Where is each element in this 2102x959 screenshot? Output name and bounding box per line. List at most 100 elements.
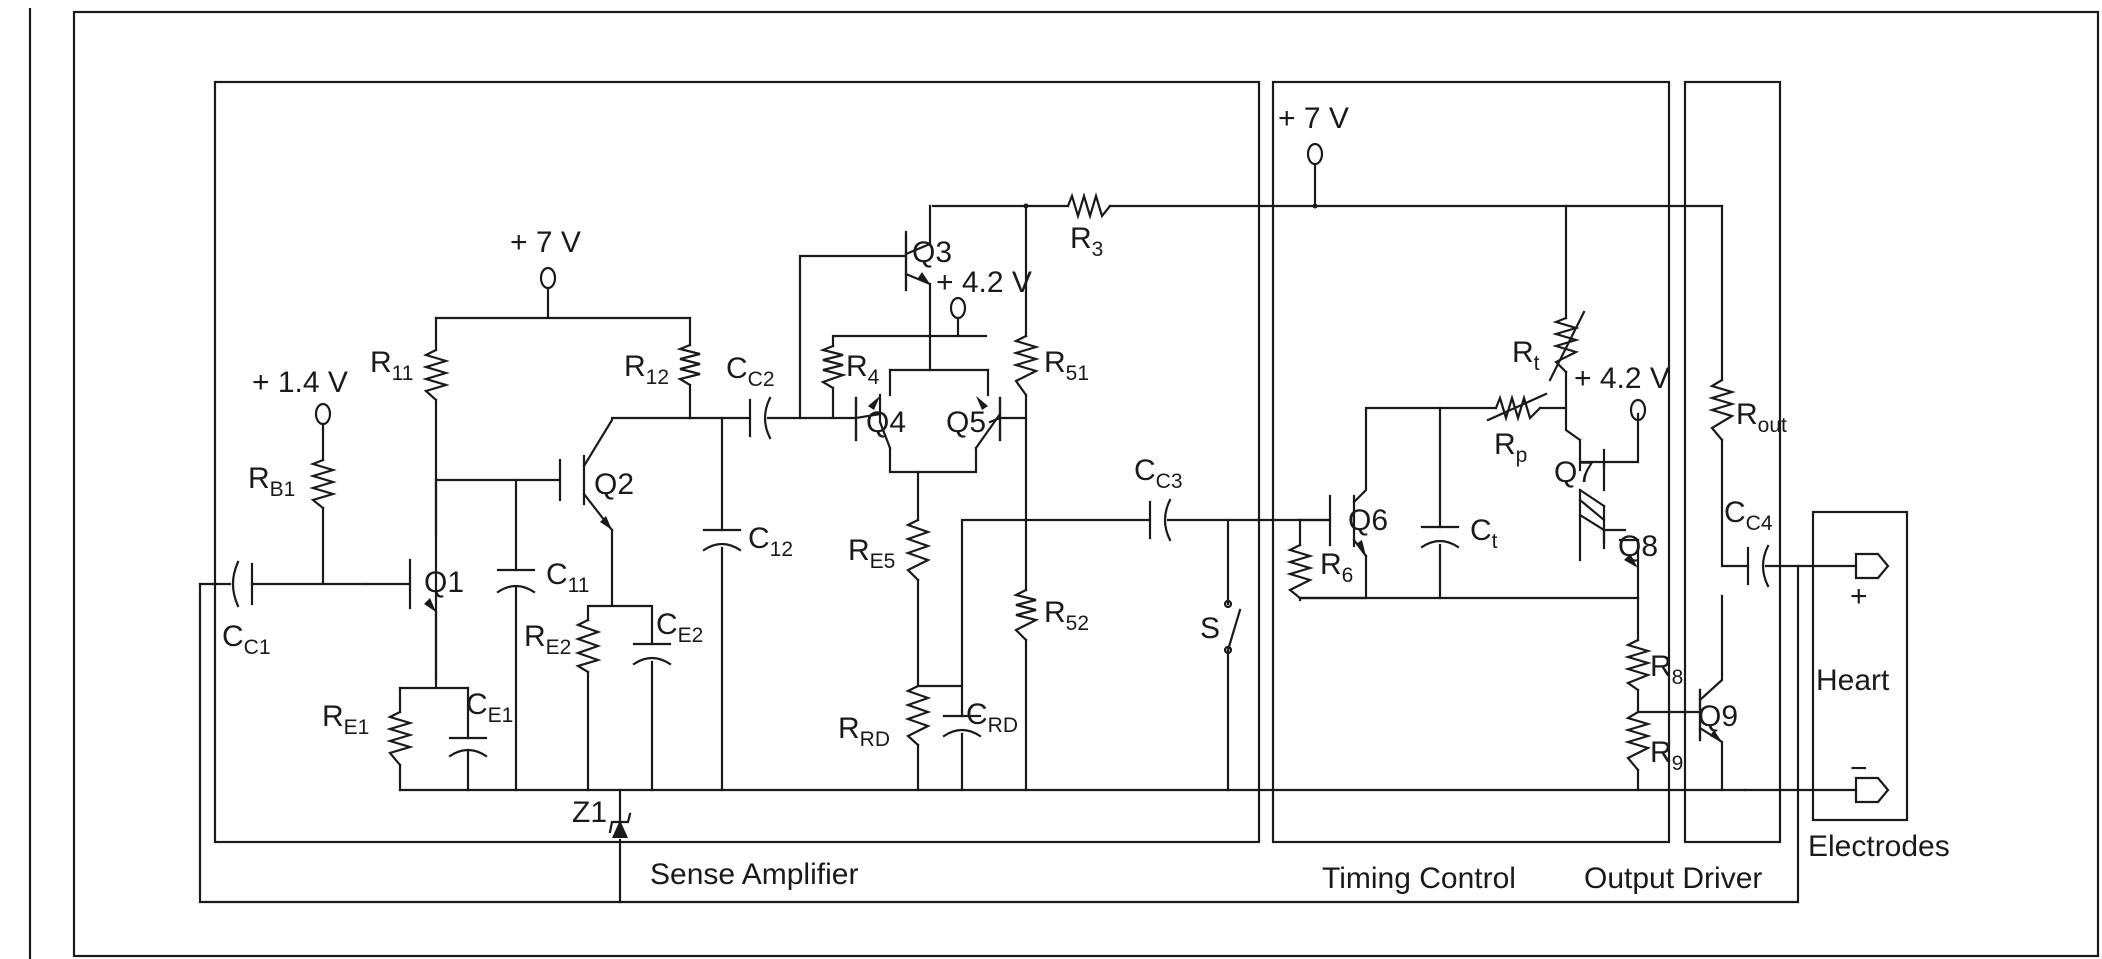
- cc2-label: CC2: [726, 352, 775, 391]
- q1-transistor: [408, 558, 436, 612]
- cc1-capacitor: [231, 560, 254, 608]
- rrd-resistor: [904, 684, 932, 747]
- r11-label: R11: [370, 346, 413, 385]
- q4-transistor: [854, 396, 880, 442]
- re2-label: RE2: [524, 620, 571, 659]
- electrode-connectors: [1854, 552, 1890, 804]
- q7-label: Q7: [1554, 456, 1594, 489]
- q3-transistor: [904, 232, 930, 292]
- ce2-label: CE2: [656, 608, 703, 647]
- minus-terminal-label: −: [1850, 752, 1868, 785]
- r11-resistor: [422, 348, 450, 402]
- r6-label: R6: [1320, 548, 1353, 587]
- r12-resistor: [676, 343, 701, 387]
- q8-label: Q8: [1618, 530, 1658, 563]
- q8-transistor: [1602, 504, 1638, 568]
- plus-terminal-label: +: [1850, 580, 1868, 613]
- q2-transistor: [582, 454, 612, 530]
- labels: Sense Amplifier Timing Control Output Dr…: [222, 102, 1950, 895]
- cc3-label: CC3: [1134, 454, 1183, 493]
- q1-label: Q1: [424, 566, 464, 599]
- rp-resistor: [1494, 394, 1542, 422]
- rb1-resistor: [309, 458, 337, 510]
- supply-7v-sense-label: + 7 V: [510, 226, 581, 259]
- c12-capacitor: [702, 528, 742, 552]
- ct-label: Ct: [1470, 514, 1498, 553]
- q5-transistor: [976, 396, 1002, 442]
- q9-transistor: [1698, 688, 1722, 742]
- wires: [198, 164, 1858, 904]
- resistors: [309, 192, 1736, 772]
- r51-label: R51: [1044, 346, 1089, 385]
- c11-capacitor: [496, 568, 536, 594]
- c12-label: C12: [748, 522, 793, 561]
- timing-control-label: Timing Control: [1322, 862, 1516, 895]
- supply-4-2v-sense-label: + 4.2 V: [936, 266, 1032, 299]
- electrodes-block: [1811, 510, 1909, 822]
- switch-label: S: [1200, 612, 1220, 645]
- crd-capacitor: [942, 714, 982, 738]
- rout-label: Rout: [1736, 398, 1787, 437]
- q6-transistor: [1352, 494, 1366, 556]
- sense-amplifier-label: Sense Amplifier: [650, 858, 858, 891]
- supply-7v-timing-label: + 7 V: [1278, 102, 1349, 135]
- q9-label: Q9: [1698, 700, 1738, 733]
- rrd-label: RRD: [838, 712, 890, 751]
- q6-label: Q6: [1348, 504, 1388, 537]
- timing-control-block: [1271, 80, 1671, 844]
- q4-label: Q4: [866, 406, 906, 439]
- output-driver-label: Output Driver: [1584, 862, 1762, 895]
- rt-resistor: [1552, 316, 1580, 374]
- rb1-label: RB1: [248, 462, 295, 501]
- supply-4-2v-output-label: + 4.2 V: [1574, 362, 1670, 395]
- rp-label: Rp: [1494, 428, 1527, 467]
- rout-resistor: [1708, 378, 1736, 442]
- r12-label: R12: [624, 350, 669, 389]
- r6-resistor: [1286, 543, 1314, 600]
- junctions: [1023, 203, 1318, 209]
- cc2-capacitor: [748, 396, 772, 440]
- r4-resistor: [819, 344, 847, 390]
- rt-label: Rt: [1512, 336, 1540, 375]
- r9-resistor: [1624, 710, 1652, 772]
- r9-label: R9: [1650, 736, 1683, 775]
- ce2-capacitor: [632, 642, 672, 666]
- ce1-capacitor: [448, 704, 488, 758]
- cc4-label: CC4: [1724, 496, 1773, 535]
- frames: [28, 8, 2100, 959]
- re5-label: RE5: [848, 534, 895, 573]
- q5-label: Q5: [946, 406, 986, 439]
- r3-resistor: [1066, 192, 1112, 220]
- zener-z1: [608, 812, 632, 838]
- re1-label: RE1: [322, 700, 369, 739]
- switch-s: [1223, 599, 1242, 655]
- electrodes-label: Electrodes: [1808, 830, 1950, 863]
- ct-capacitor: [1420, 525, 1460, 549]
- re5-resistor: [904, 518, 932, 582]
- crd-label: CRD: [966, 698, 1018, 737]
- output-driver-block: [1683, 80, 1782, 844]
- heart-label: Heart: [1816, 664, 1890, 697]
- r8-label: R8: [1650, 650, 1683, 689]
- supply-terminals: [314, 142, 1647, 432]
- c11-label: C11: [546, 558, 589, 597]
- cc1-label: CC1: [222, 620, 271, 659]
- r3-label: R3: [1070, 222, 1103, 261]
- cc4-capacitor: [1746, 544, 1770, 588]
- q2-label: Q2: [594, 468, 634, 501]
- r51-resistor: [1012, 334, 1040, 397]
- r4-label: R4: [846, 350, 880, 389]
- r52-resistor: [1012, 588, 1040, 642]
- cc3-capacitor: [1148, 498, 1172, 542]
- zener-label: Z1: [572, 796, 607, 829]
- q3-label: Q3: [912, 236, 952, 269]
- re2-resistor: [574, 618, 602, 674]
- re1-resistor: [386, 710, 414, 767]
- r8-resistor: [1624, 638, 1652, 692]
- supply-1-4v-label: + 1.4 V: [252, 366, 348, 399]
- sense-amplifier-block: [213, 80, 1261, 844]
- ce1-label: CE1: [466, 688, 513, 727]
- capacitors: [231, 396, 1770, 758]
- transistors: [408, 232, 1722, 742]
